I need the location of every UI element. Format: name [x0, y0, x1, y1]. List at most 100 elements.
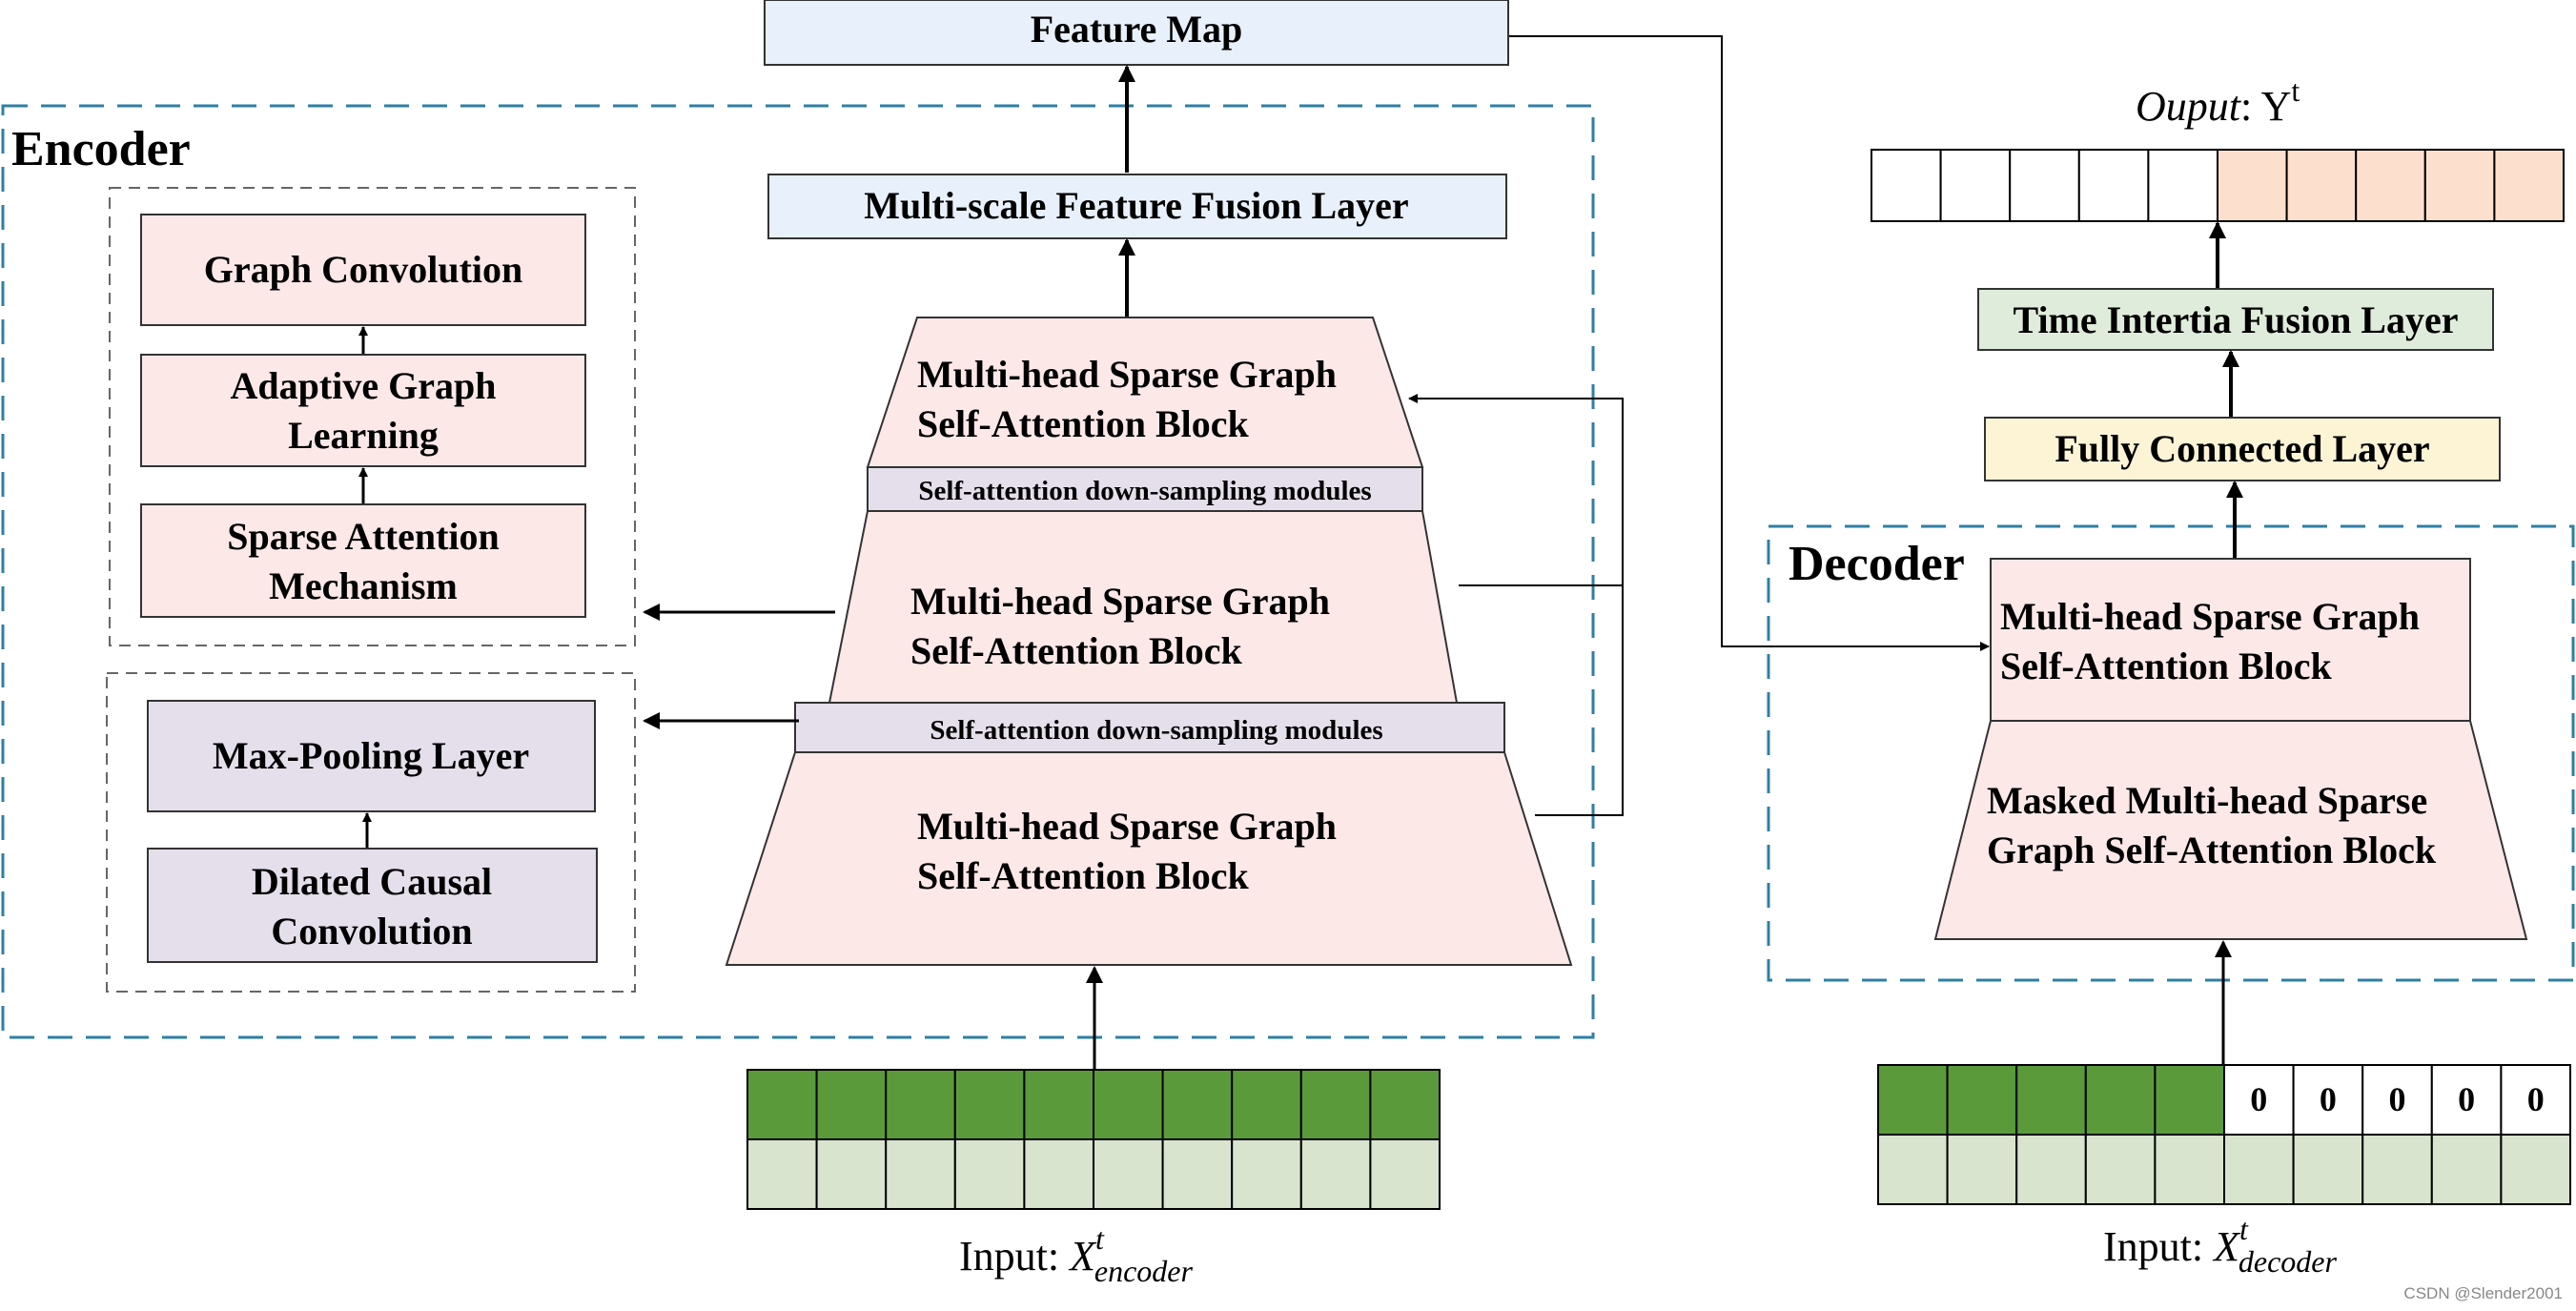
decoder-input-cell	[2361, 1134, 2433, 1205]
encoder-input-cell	[885, 1069, 956, 1140]
decoder-input-zero: 0	[2389, 1080, 2406, 1118]
decoder-region	[1767, 524, 2575, 982]
decoder-input-zero: 0	[2250, 1080, 2267, 1118]
dilated-causal-line2: Convolution	[271, 910, 472, 953]
decoder-input-cell	[2084, 1064, 2157, 1136]
adaptive-graph-line2: Learning	[288, 414, 439, 457]
decoder-input-cell	[2154, 1064, 2225, 1136]
encoder-input-cell	[1231, 1069, 1302, 1140]
time-inertia-label: Time Intertia Fusion Layer	[2013, 298, 2458, 341]
encoder-input-grid	[746, 1069, 1441, 1210]
decoder-title: Decoder	[1789, 537, 1965, 591]
attention-block-bottom-line1: Multi-head Sparse Graph	[917, 805, 1337, 848]
dilated-causal-box	[147, 848, 598, 963]
output-cell	[2077, 149, 2150, 222]
max-pooling-box	[147, 700, 596, 812]
decoder-attention-line1: Multi-head Sparse Graph	[2000, 595, 2420, 638]
encoder-input-cell	[953, 1069, 1026, 1140]
output-cell	[2147, 149, 2218, 222]
encoder-input-cell	[815, 1138, 888, 1210]
encoder-input-cell	[1161, 1069, 1234, 1140]
decoder-input-cell	[1877, 1134, 1949, 1205]
output-label: Ouput: Yt	[2136, 73, 2300, 130]
decoder-input-cell	[2430, 1064, 2503, 1136]
masked-attention-line1: Masked Multi-head Sparse	[1987, 779, 2427, 822]
output-grid	[1871, 149, 2565, 222]
fusion-layer-box	[767, 174, 1507, 239]
sparse-attention-box	[140, 503, 586, 618]
decoder-input-cell	[2154, 1134, 2225, 1205]
output-cell	[2285, 149, 2358, 222]
decoder-input-cell	[2292, 1134, 2364, 1205]
encoder-input-cell	[1023, 1138, 1095, 1210]
sparse-attention-line1: Sparse Attention	[227, 515, 500, 558]
attention-block-middle-line1: Multi-head Sparse Graph	[910, 580, 1330, 623]
attention-block-bottom	[725, 751, 1573, 966]
masked-attention-line2: Graph Self-Attention Block	[1987, 829, 2437, 871]
encoder-region	[1, 104, 1595, 1039]
output-cell	[1939, 149, 2012, 222]
output-cell	[2355, 149, 2426, 222]
decoder-input-cell	[2500, 1064, 2571, 1136]
dilated-causal-line1: Dilated Causal	[252, 860, 492, 903]
downsampling-module-bottom-label: Self-attention down-sampling modules	[930, 715, 1382, 746]
attention-block-top-line2: Self-Attention Block	[917, 402, 1250, 445]
encoder-input-cell	[1093, 1138, 1164, 1210]
encoder-input-cell	[1023, 1069, 1095, 1140]
graph-convolution-box	[140, 214, 586, 326]
detail-box-temporal	[106, 672, 636, 993]
decoder-input-cell	[2223, 1134, 2295, 1205]
decoder-input-cell	[1946, 1064, 2018, 1136]
skip-connection-bottom	[1408, 394, 1624, 816]
encoder-input-cell	[1369, 1069, 1441, 1140]
decoder-input-grid: 0 0 0 0 0	[1877, 1064, 2571, 1205]
attention-block-middle-line2: Self-Attention Block	[910, 629, 1243, 672]
attention-block-top-line1: Multi-head Sparse Graph	[917, 353, 1337, 396]
encoder-input-cell	[953, 1138, 1026, 1210]
decoder-input-zero: 0	[2320, 1080, 2337, 1118]
output-cell	[2493, 149, 2565, 222]
encoder-input-cell	[815, 1069, 888, 1140]
decoder-input-cell	[2500, 1134, 2571, 1205]
output-cell	[1871, 149, 1942, 222]
adaptive-graph-box	[140, 354, 586, 467]
attention-block-bottom-line2: Self-Attention Block	[917, 854, 1250, 897]
encoder-input-cell	[746, 1138, 818, 1210]
decoder-attention-block	[1990, 558, 2471, 722]
adaptive-graph-line1: Adaptive Graph	[231, 364, 497, 407]
encoder-input-cell	[885, 1138, 956, 1210]
decoder-input-cell	[2361, 1064, 2433, 1136]
sparse-attention-line2: Mechanism	[269, 564, 458, 607]
encoder-input-cell	[1369, 1138, 1441, 1210]
graph-convolution-label: Graph Convolution	[204, 248, 523, 291]
decoder-input-cell	[2084, 1134, 2157, 1205]
encoder-input-cell	[1231, 1138, 1302, 1210]
decoder-input-cell	[2015, 1134, 2087, 1205]
encoder-input-cell	[1093, 1069, 1164, 1140]
decoder-attention-line2: Self-Attention Block	[2000, 645, 2333, 687]
decoder-input-zero: 0	[2458, 1080, 2475, 1118]
fully-connected-label: Fully Connected Layer	[2055, 427, 2429, 470]
output-cell	[2009, 149, 2080, 222]
decoder-input-cell	[2015, 1064, 2087, 1136]
feature-map-label: Feature Map	[1031, 8, 1243, 51]
decoder-input-cell	[1877, 1064, 1949, 1136]
decoder-input-cell	[2430, 1134, 2503, 1205]
encoder-input-cell	[1299, 1138, 1372, 1210]
fusion-layer-label: Multi-scale Feature Fusion Layer	[864, 184, 1408, 227]
watermark: CSDN @Slender2001	[2403, 1284, 2563, 1302]
masked-attention-block	[1933, 720, 2528, 940]
downsampling-module-top-label: Self-attention down-sampling modules	[918, 476, 1371, 506]
decoder-input-zero: 0	[2527, 1080, 2545, 1118]
detail-box-graph	[109, 187, 636, 646]
connector-feature-map-to-decoder	[1509, 35, 1990, 651]
max-pooling-label: Max-Pooling Layer	[213, 734, 529, 777]
decoder-input-cell	[1946, 1134, 2018, 1205]
encoder-input-cell	[1161, 1138, 1234, 1210]
encoder-title: Encoder	[11, 122, 191, 176]
encoder-input-cell	[746, 1069, 818, 1140]
output-cell	[2423, 149, 2496, 222]
